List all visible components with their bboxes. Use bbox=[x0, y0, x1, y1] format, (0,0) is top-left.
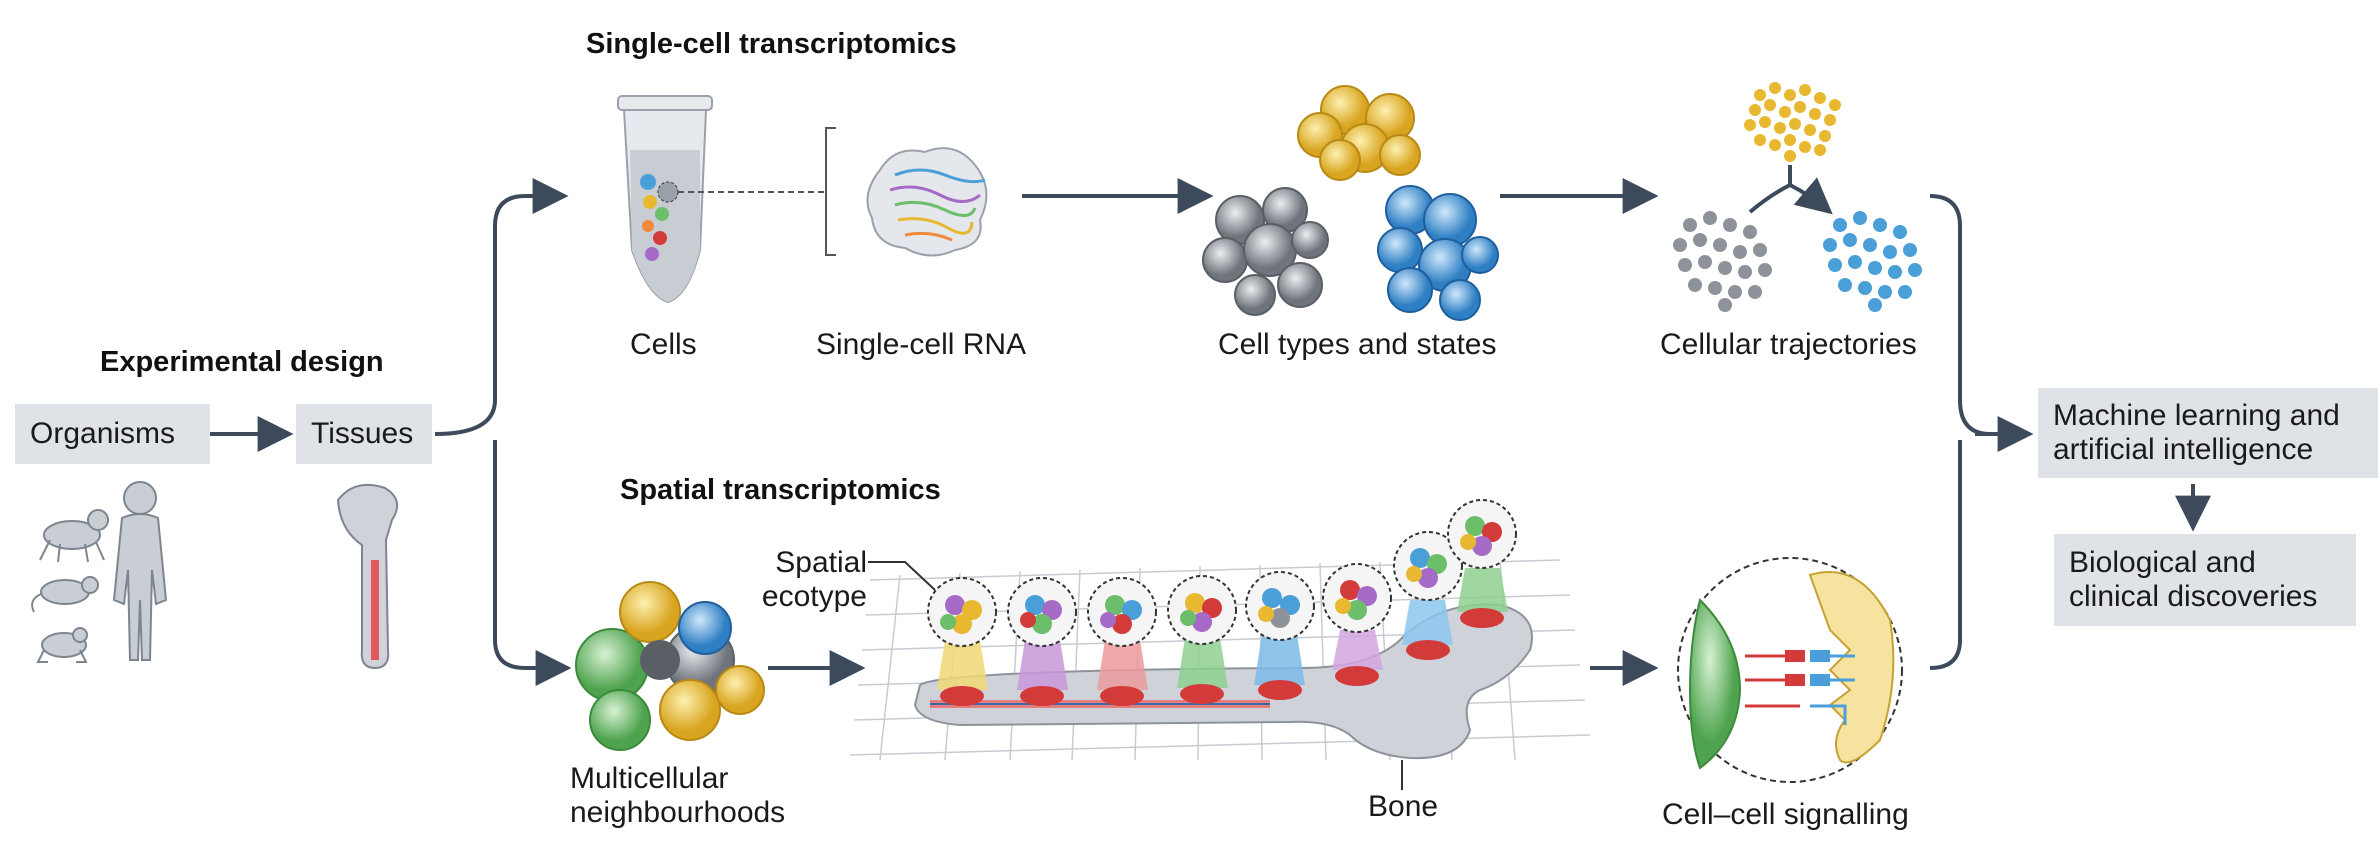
frog-icon bbox=[36, 627, 88, 663]
cells-label: Cells bbox=[630, 328, 697, 361]
femur-icon bbox=[336, 484, 399, 670]
ecotype-cone-sky bbox=[1393, 531, 1463, 645]
cell-types-label: Cell types and states bbox=[1218, 328, 1497, 361]
mouse-icon bbox=[31, 576, 99, 613]
ecotype-cones bbox=[927, 499, 1517, 690]
single-cell-title: Single-cell transcriptomics bbox=[586, 28, 957, 60]
cell-types-cluster bbox=[1202, 85, 1499, 321]
signalling-label: Cell–cell signalling bbox=[1662, 798, 1909, 831]
gold-cell-cluster bbox=[1297, 85, 1421, 181]
tissues-branch-brace-lower bbox=[493, 440, 572, 686]
ecotype-cone-blue bbox=[1245, 571, 1315, 685]
ecotype-cone-red bbox=[1087, 577, 1157, 690]
tissues-branch-brace bbox=[434, 178, 569, 436]
ecotype-cone-lilac bbox=[1322, 563, 1392, 670]
ecotype-cone-green bbox=[1167, 575, 1237, 688]
experimental-design-title: Experimental design bbox=[100, 346, 384, 378]
human-icon bbox=[112, 481, 168, 661]
machine-learning-box: Machine learning and artificial intellig… bbox=[2038, 388, 2378, 478]
ecotype-cone-purple bbox=[1007, 577, 1077, 690]
single-cell-rna-icon bbox=[866, 147, 988, 257]
trajectory-blue-dots bbox=[1823, 211, 1922, 312]
monkey-icon bbox=[39, 509, 109, 563]
multicellular-label: Multicellular neighbourhoods bbox=[570, 762, 786, 829]
cell-signalling-icon bbox=[1677, 557, 1903, 783]
cellular-trajectories-icon bbox=[1673, 82, 1922, 312]
single-cell-rna-label: Single-cell RNA bbox=[816, 328, 1027, 361]
bone-label: Bone bbox=[1368, 790, 1439, 823]
ecotype-cone-lime bbox=[1447, 499, 1517, 612]
spatial-ecotype-label: Spatial ecotype bbox=[761, 546, 867, 613]
organisms-box: Organisms bbox=[15, 404, 210, 464]
gray-cell-cluster bbox=[1202, 187, 1329, 316]
pointer-lines bbox=[868, 561, 1403, 790]
multicellular-neighbourhood-icon bbox=[575, 581, 765, 751]
trajectories-label: Cellular trajectories bbox=[1660, 328, 1917, 361]
discoveries-box: Biological and clinical discoveries bbox=[2054, 534, 2356, 626]
spatial-title: Spatial transcriptomics bbox=[620, 474, 941, 506]
blue-cell-cluster bbox=[1377, 185, 1499, 321]
tissue-spots bbox=[940, 608, 1504, 706]
organism-silhouettes bbox=[31, 481, 168, 663]
tissues-box: Tissues bbox=[296, 404, 432, 464]
connector-arrows bbox=[198, 178, 2211, 686]
tube-icon bbox=[617, 95, 836, 304]
merge-brace bbox=[1929, 194, 1991, 670]
trajectory-source-dots bbox=[1744, 82, 1841, 162]
ecotype-cone-gold bbox=[927, 577, 997, 690]
trajectory-gray-dots bbox=[1673, 211, 1772, 312]
